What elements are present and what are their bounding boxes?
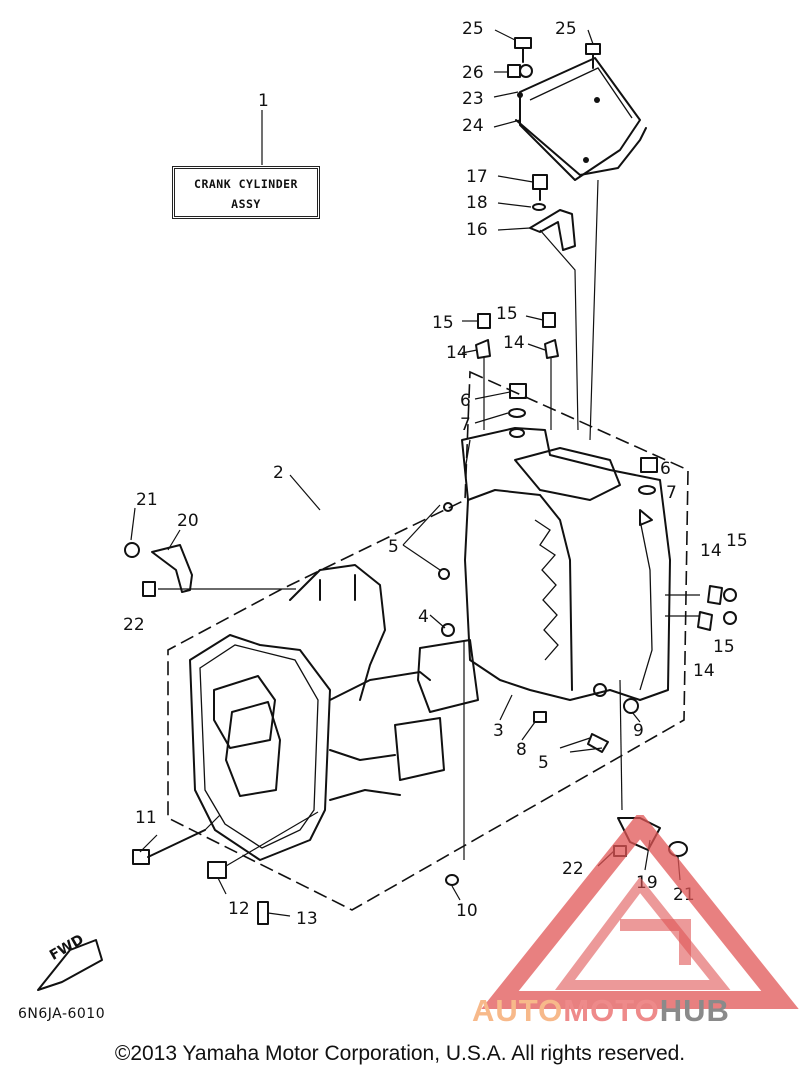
callout-22: 22 xyxy=(123,615,145,635)
callout-2: 2 xyxy=(273,463,284,483)
callout-5: 5 xyxy=(388,537,399,557)
bolt-6-right xyxy=(638,457,658,526)
cylinder-block xyxy=(461,427,671,701)
callout-14: 14 xyxy=(693,661,715,681)
callout-22: 22 xyxy=(562,859,584,879)
callout-24: 24 xyxy=(462,116,484,136)
watermark-wordmark: AUTOMOTOHUB xyxy=(472,993,730,1029)
assembly-label-line2: ASSY xyxy=(231,197,261,211)
assembly-label-line1: CRANK CYLINDER xyxy=(194,177,298,191)
callout-14: 14 xyxy=(503,333,525,353)
callout-12: 12 xyxy=(228,899,250,919)
callout-15: 15 xyxy=(713,637,735,657)
watermark-part-auto: AUTO xyxy=(472,993,564,1028)
copyright-notice: ©2013 Yamaha Motor Corporation, U.S.A. A… xyxy=(114,1042,686,1065)
callout-14: 14 xyxy=(700,541,722,561)
callout-6: 6 xyxy=(660,459,671,479)
callout-4: 4 xyxy=(418,607,429,627)
exhaust-cover-part xyxy=(515,57,647,181)
hose-line xyxy=(539,179,599,441)
callout-15: 15 xyxy=(726,531,748,551)
callout-1: 1 xyxy=(258,91,269,111)
callout-10: 10 xyxy=(456,901,478,921)
callout-9: 9 xyxy=(633,721,644,741)
callout-7: 7 xyxy=(666,483,677,503)
callout-16: 16 xyxy=(466,220,488,240)
bolt-25-right xyxy=(585,43,601,69)
callout-18: 18 xyxy=(466,193,488,213)
callout-7: 7 xyxy=(460,415,471,435)
crankcase-half xyxy=(189,564,479,861)
callout-20: 20 xyxy=(177,511,199,531)
callout-17: 17 xyxy=(466,167,488,187)
callout-15: 15 xyxy=(432,313,454,333)
callout-5: 5 xyxy=(538,753,549,773)
callout-14: 14 xyxy=(446,343,468,363)
callout-leaders xyxy=(130,29,681,917)
callout-8: 8 xyxy=(516,740,527,760)
fitting-26 xyxy=(507,64,533,78)
callout-3: 3 xyxy=(493,721,504,741)
forward-arrow-icon xyxy=(37,939,103,991)
callout-21: 21 xyxy=(136,490,158,510)
bolt-25-left xyxy=(514,37,532,63)
clip-14-upper-left xyxy=(475,313,491,430)
callout-6: 6 xyxy=(460,391,471,411)
callout-13: 13 xyxy=(296,909,318,929)
callout-23: 23 xyxy=(462,89,484,109)
callout-15: 15 xyxy=(496,304,518,324)
bracket-16 xyxy=(529,174,576,251)
watermark-part-moto: MOTO xyxy=(563,993,660,1028)
callout-25: 25 xyxy=(462,19,484,39)
callout-26: 26 xyxy=(462,63,484,83)
small-hardware xyxy=(124,502,737,925)
callout-25: 25 xyxy=(555,19,577,39)
clip-14-upper-right xyxy=(542,312,559,430)
watermark-triangle-logo xyxy=(481,815,799,1009)
cylinder-body-dashed-outline xyxy=(167,370,689,911)
diagram-reference-code: 6N6JA-6010 xyxy=(18,1006,106,1022)
watermark-part-hub: HUB xyxy=(659,993,730,1028)
callout-11: 11 xyxy=(135,808,157,828)
assembly-label-box: CRANK CYLINDER ASSY xyxy=(172,166,320,219)
